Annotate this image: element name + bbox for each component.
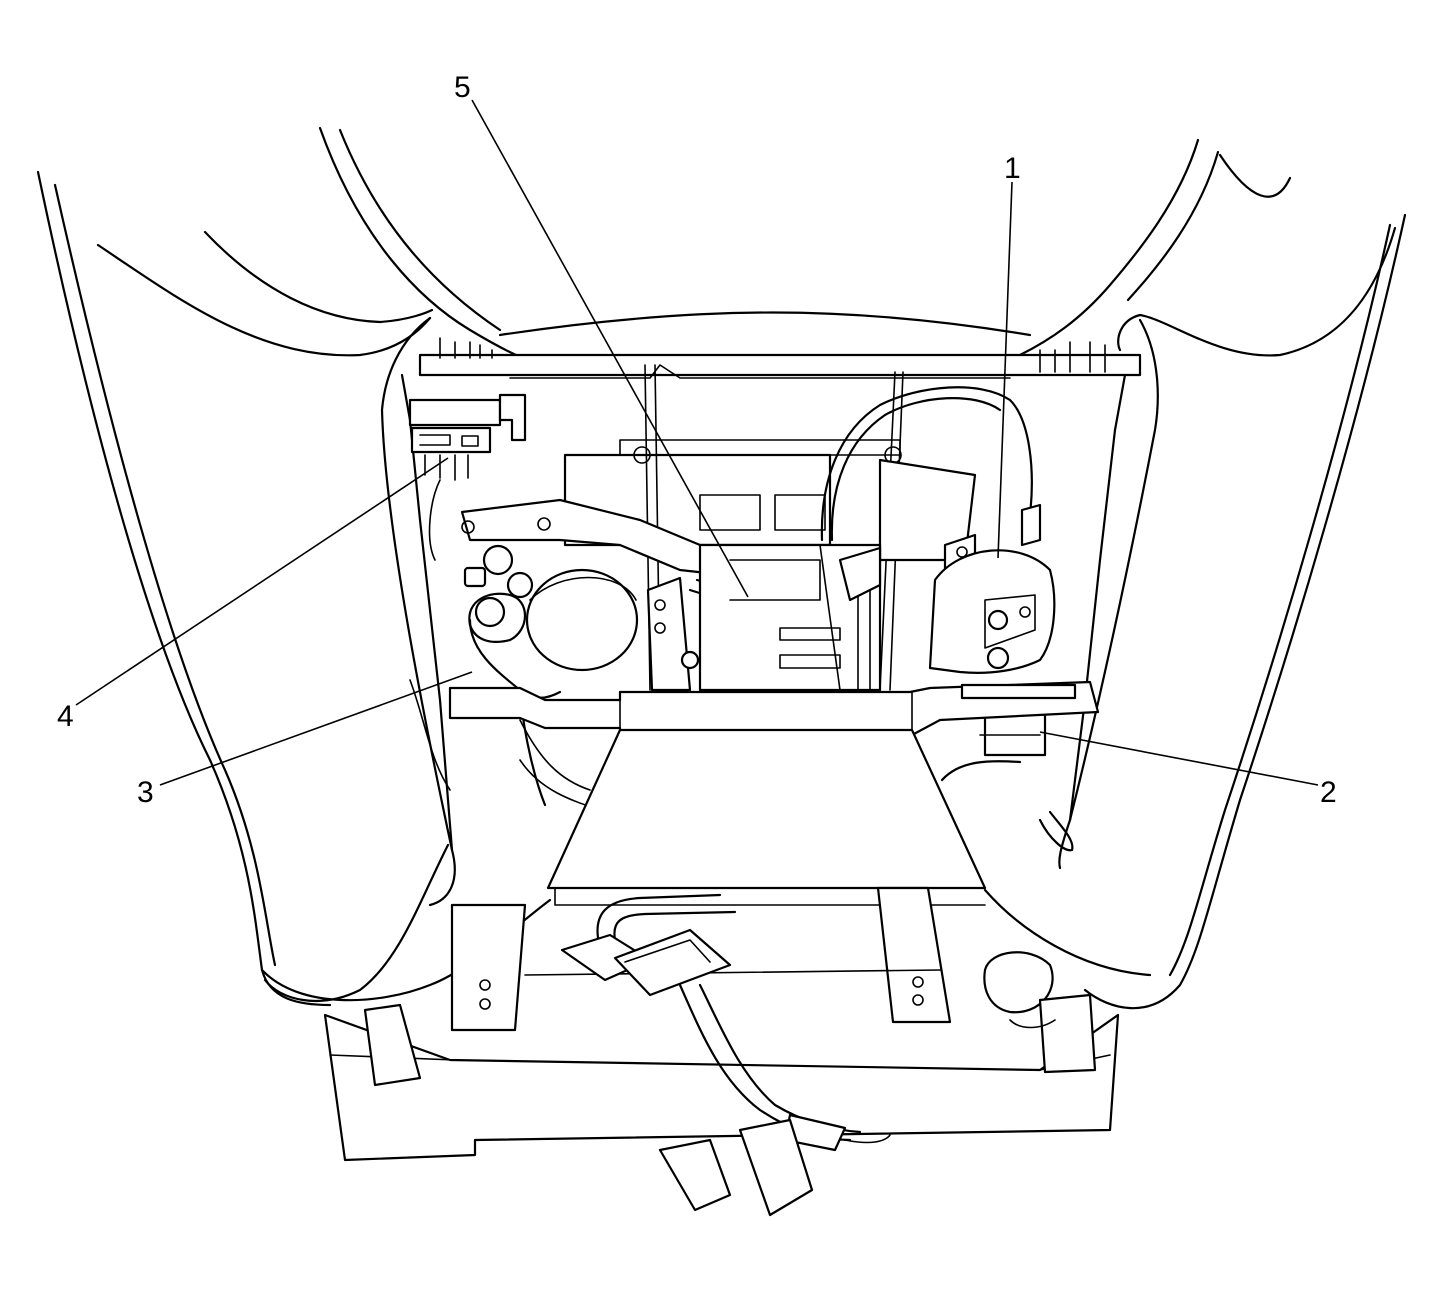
leader-line-3 xyxy=(159,671,473,786)
callout-1: 1 xyxy=(1004,152,1021,185)
callout-4: 4 xyxy=(57,700,74,733)
top-frame-rail xyxy=(418,311,1142,379)
left-harness-connector xyxy=(408,393,527,561)
lumbar-motor-assembly xyxy=(460,498,727,811)
callout-2: 2 xyxy=(1320,776,1337,809)
leader-lines xyxy=(75,99,1319,786)
seat-cushion-left xyxy=(36,126,552,1007)
center-harness-bracket xyxy=(646,543,882,697)
front-crossbar xyxy=(448,680,1100,737)
leader-line-5 xyxy=(471,99,749,598)
leader-line-4 xyxy=(75,457,449,706)
callouts: 1 2 3 4 5 xyxy=(57,71,1337,809)
callout-3: 3 xyxy=(137,776,154,809)
lower-seat-track xyxy=(450,886,1054,1032)
wiring-harness xyxy=(560,893,891,1217)
seat-cushion-right xyxy=(983,138,1407,1010)
callout-5: 5 xyxy=(454,71,471,104)
seat-riser-base xyxy=(323,969,1120,1162)
seat-adjuster-cover xyxy=(546,728,987,906)
leader-line-1 xyxy=(997,181,1013,559)
leader-line-2 xyxy=(1039,731,1319,786)
